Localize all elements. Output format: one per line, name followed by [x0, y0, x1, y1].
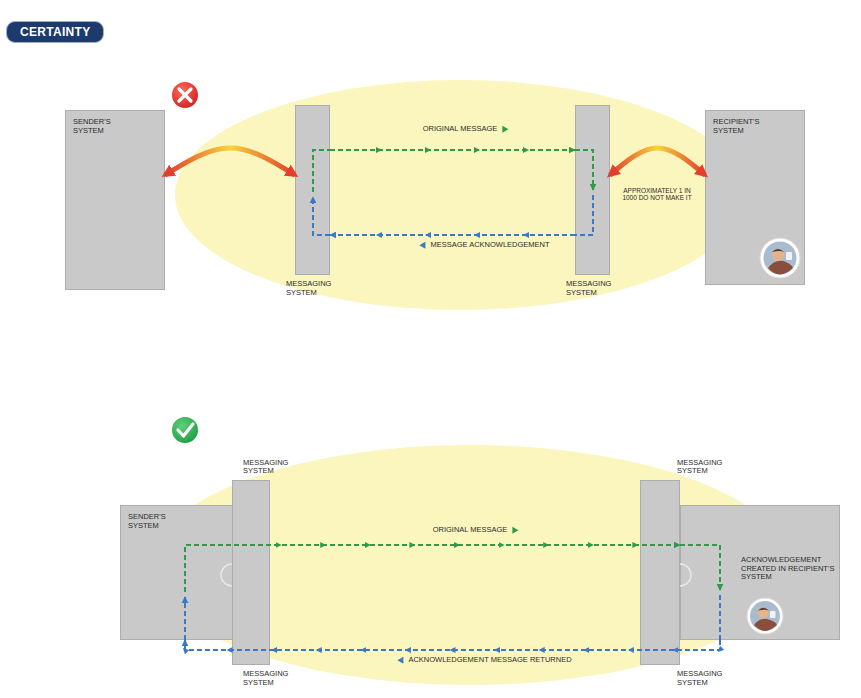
person-photo	[760, 238, 800, 278]
message-loop	[575, 195, 593, 235]
edge-label: ACKNOWLEDGEMENT MESSAGE RETURNED	[406, 656, 573, 665]
messaging-label: MESSAGING SYSTEM	[286, 280, 348, 297]
message-arrow	[185, 640, 720, 650]
message-loop	[313, 150, 330, 192]
person-photo	[747, 598, 783, 634]
edge-label: ORIGINAL MESSAGE	[421, 125, 500, 134]
message-loop	[680, 545, 720, 590]
system-label: SENDER'S SYSTEM	[73, 118, 133, 135]
message-arrow	[330, 149, 575, 151]
messaging-label: MESSAGING SYSTEM	[243, 670, 305, 687]
system-label: ACKNOWLEDGEMENT CREATED IN RECIPIENT'S S…	[741, 556, 835, 582]
system-label: RECIPIENT'S SYSTEM	[713, 118, 773, 135]
messaging-bar: MESSAGING SYSTEM	[575, 105, 610, 275]
message-loop	[313, 197, 330, 235]
messaging-label: MESSAGING SYSTEM	[566, 280, 628, 297]
cross-icon	[171, 81, 199, 109]
message-loop	[575, 150, 593, 190]
message-loop	[719, 595, 721, 640]
direction-triangle	[512, 527, 518, 534]
system-box: SENDER'S SYSTEM	[120, 505, 234, 640]
ground-ellipse	[175, 80, 745, 310]
messaging-label: MESSAGING SYSTEM	[677, 670, 739, 687]
system-box: RECIPIENT'S SYSTEM	[705, 110, 805, 285]
jigsaw-joint	[221, 564, 232, 586]
messaging-piece: MESSAGING SYSTEMMESSAGING SYSTEM	[640, 480, 680, 665]
message-loop	[185, 545, 234, 592]
direction-triangle	[397, 657, 403, 664]
title-badge: CERTAINTY	[6, 21, 104, 43]
system-label: SENDER'S SYSTEM	[128, 513, 188, 530]
edge-label: ORIGINAL MESSAGE	[431, 526, 510, 535]
jigsaw-joint	[680, 564, 691, 586]
edge-label: APPROXIMATELY 1 IN 1000 DO NOT MAKE IT	[615, 187, 699, 202]
system-box: SENDER'S SYSTEM	[65, 110, 165, 290]
check-icon	[171, 416, 199, 444]
message-loop	[184, 597, 186, 640]
messaging-piece: MESSAGING SYSTEMMESSAGING SYSTEM	[232, 480, 270, 665]
messaging-bar: MESSAGING SYSTEM	[295, 105, 330, 275]
messaging-label: MESSAGING SYSTEM	[677, 459, 739, 476]
edge-label: MESSAGE ACKNOWLEDGEMENT	[428, 241, 551, 250]
direction-triangle	[419, 242, 425, 249]
messaging-label: MESSAGING SYSTEM	[243, 459, 305, 476]
transfer-arrow	[165, 148, 295, 175]
message-arrow	[234, 544, 680, 546]
direction-triangle	[502, 126, 508, 133]
transfer-arrow	[610, 148, 705, 175]
system-box: ACKNOWLEDGEMENT CREATED IN RECIPIENT'S S…	[680, 505, 840, 640]
message-arrow	[330, 234, 575, 236]
